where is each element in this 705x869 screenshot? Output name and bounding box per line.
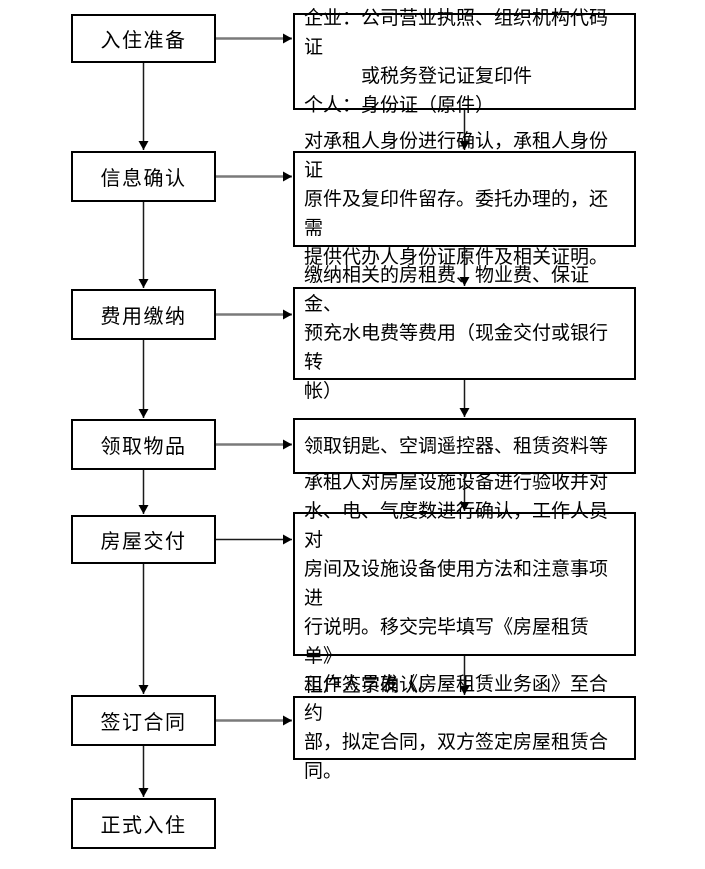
step-box-sign-contract: 签订合同 bbox=[71, 695, 216, 746]
step-label: 领取物品 bbox=[100, 436, 187, 458]
detail-box-fee-payment: 缴纳相关的房租费、物业费、保证金、 预充水电费等费用（现金交付或银行转 帐） bbox=[293, 265, 636, 402]
detail-text: 企业：公司营业执照、组织机构代码证 或税务登记证复印件 个人：身份证（原件） bbox=[304, 7, 609, 116]
step-box-move-in-prep: 入住准备 bbox=[71, 14, 216, 63]
detail-text: 承租人对房屋设施设备进行验收并对 水、电、气度数进行确认，工作人员对 房间及设施… bbox=[304, 472, 609, 696]
step-box-official-move-in: 正式入住 bbox=[71, 798, 216, 849]
step-label: 入住准备 bbox=[100, 30, 187, 52]
detail-box-info-confirm: 对承租人身份进行确认，承租人身份证 原件及复印件留存。委托办理的，还需 提供代办… bbox=[293, 131, 636, 268]
detail-text: 对承租人身份进行确认，承租人身份证 原件及复印件留存。委托办理的，还需 提供代办… bbox=[304, 130, 609, 268]
detail-text: 工作人员发《房屋租赁业务函》至合约 部，拟定合同，双方签定房屋租赁合同。 bbox=[304, 674, 609, 782]
step-label: 信息确认 bbox=[100, 168, 187, 190]
step-label: 费用缴纳 bbox=[100, 306, 187, 328]
detail-text: 领取钥匙、空调遥控器、租赁资料等 bbox=[304, 435, 609, 457]
detail-box-sign-contract: 工作人员发《房屋租赁业务函》至合约 部，拟定合同，双方签定房屋租赁合同。 bbox=[293, 674, 636, 782]
step-box-fee-payment: 费用缴纳 bbox=[71, 289, 216, 340]
detail-box-move-in-prep: 企业：公司营业执照、组织机构代码证 或税务登记证复印件 个人：身份证（原件） bbox=[293, 8, 636, 116]
step-label: 正式入住 bbox=[100, 815, 187, 837]
detail-box-collect-items: 领取钥匙、空调遥控器、租赁资料等 bbox=[293, 418, 636, 474]
step-box-house-handover: 房屋交付 bbox=[71, 515, 216, 564]
step-box-info-confirm: 信息确认 bbox=[71, 151, 216, 202]
step-label: 签订合同 bbox=[100, 712, 187, 734]
step-box-collect-items: 领取物品 bbox=[71, 419, 216, 470]
detail-box-house-handover: 承租人对房屋设施设备进行验收并对 水、电、气度数进行确认，工作人员对 房间及设施… bbox=[293, 472, 636, 696]
step-label: 房屋交付 bbox=[100, 531, 187, 553]
detail-text: 缴纳相关的房租费、物业费、保证金、 预充水电费等费用（现金交付或银行转 帐） bbox=[304, 265, 609, 402]
